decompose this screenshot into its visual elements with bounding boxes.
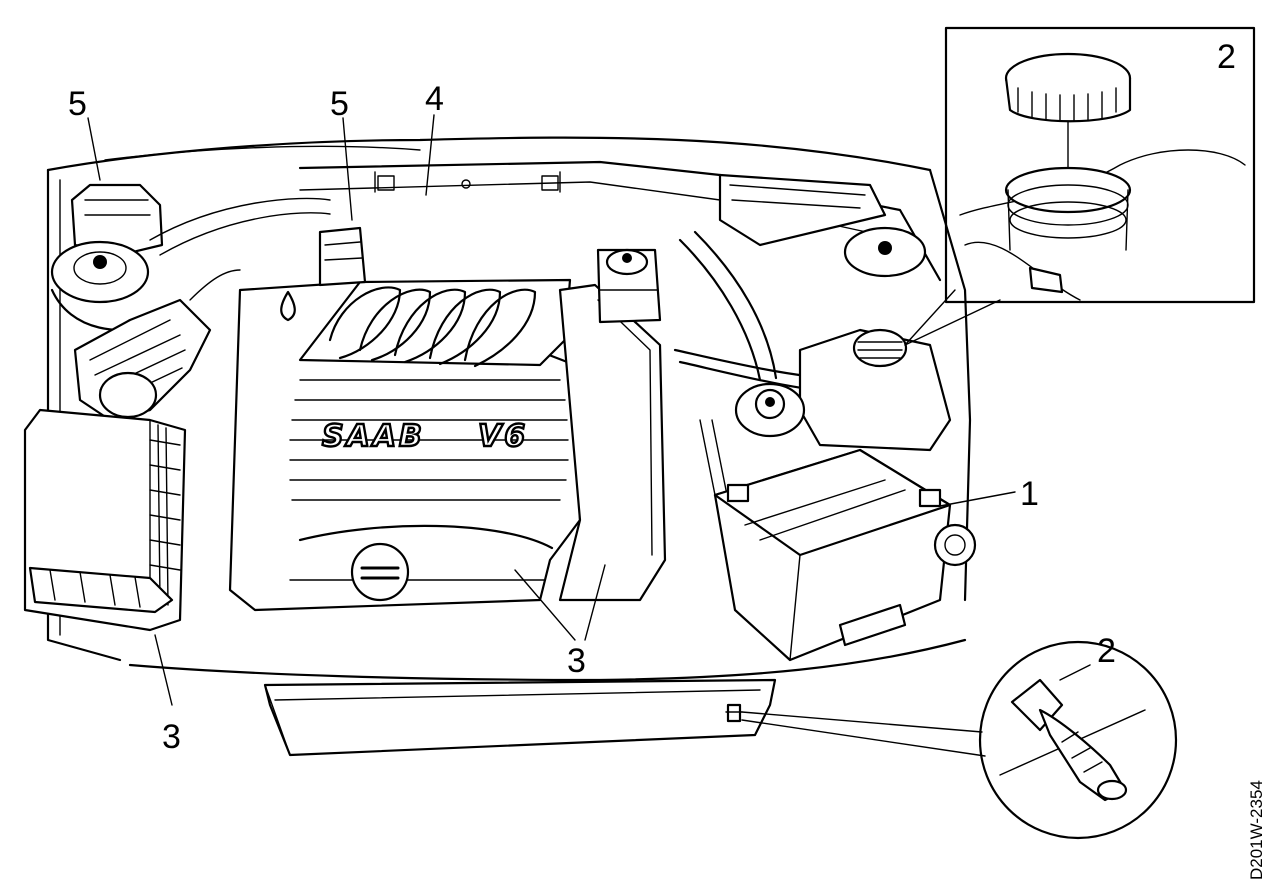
callout-3-left: 3 bbox=[162, 718, 181, 756]
brake-fluid-reservoir bbox=[596, 248, 662, 324]
body-outline bbox=[46, 136, 972, 682]
inset-top-leader-2 bbox=[904, 289, 956, 346]
figure-code: D201W-2354 bbox=[1247, 780, 1266, 880]
washer-fluid-reservoir bbox=[933, 523, 977, 567]
right-strut-tower bbox=[718, 173, 927, 278]
callout-4: 4 bbox=[425, 80, 444, 118]
inset-drain-plug bbox=[978, 640, 1178, 840]
coolant-expansion-tank bbox=[798, 328, 952, 452]
intake-manifold bbox=[298, 226, 572, 368]
engine-cover-model-text: V6 bbox=[478, 419, 528, 454]
inset-coolant-cap bbox=[944, 26, 1256, 304]
engine-cover-brand-text: SAAB bbox=[322, 419, 425, 454]
callout-2-bottom: 2 bbox=[1097, 632, 1116, 670]
radiator-drain-panel bbox=[263, 678, 777, 757]
callout-1: 1 bbox=[1020, 475, 1039, 513]
callout-leaders bbox=[87, 114, 1091, 706]
inset-top-leader bbox=[904, 299, 1001, 346]
callout-2-top: 2 bbox=[1217, 38, 1236, 76]
engine-duct-cover bbox=[558, 283, 667, 602]
battery bbox=[713, 448, 952, 662]
callout-5-center: 5 bbox=[330, 85, 349, 123]
inset-bottom-leader bbox=[741, 711, 986, 757]
power-steering-reservoir bbox=[734, 382, 806, 438]
air-intake-hose bbox=[73, 269, 241, 422]
callout-5-left: 5 bbox=[68, 85, 87, 123]
air-filter-box bbox=[23, 408, 187, 632]
left-strut-and-relay-box bbox=[50, 183, 331, 332]
callout-3-center: 3 bbox=[567, 642, 586, 680]
